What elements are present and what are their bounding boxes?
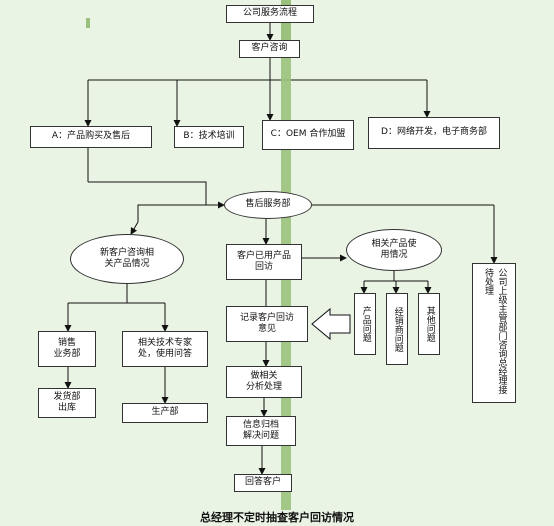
line-a-right — [88, 181, 207, 205]
after-sales-oval: 售后服务部 — [224, 191, 312, 219]
customer-consult-box: 客户咨询 — [239, 40, 300, 58]
title-box: 公司服务流程 — [226, 5, 314, 23]
product-issue-box: 产品问题 — [354, 293, 376, 355]
arrow-to-new-customer — [130, 221, 139, 235]
dealer-issue-box: 经销商问题 — [386, 293, 408, 365]
related-usage-oval: 相关产品使 用情况 — [346, 229, 442, 271]
product-purchase-box: A：产品购买及售后 — [30, 126, 152, 148]
accent-strip-long — [281, 58, 291, 510]
manager-reception-box: 公司上级主管部门咨询总经理接待处理 — [472, 263, 516, 403]
tech-training-box: B：技术培训 — [174, 126, 244, 148]
reply-box: 回答客户 — [234, 474, 292, 492]
new-customer-oval: 新客户咨询相 关产品情况 — [70, 234, 184, 284]
ecommerce-box: D：网络开发，电子商务部 — [368, 117, 500, 149]
shipping-box: 发货部 出库 — [38, 388, 96, 418]
other-issue-box: 其他问题 — [418, 293, 440, 355]
production-box: 生产部 — [122, 403, 208, 423]
tech-expert-box: 相关技术专家 处，使用问答 — [122, 331, 208, 367]
accent-strip-mark — [86, 18, 90, 28]
summary-box: 信息归档 解决问题 — [226, 416, 296, 446]
used-customer-box: 客户已用产品 回访 — [226, 244, 302, 280]
accent-strip-top — [281, 0, 291, 48]
sales-dept-box: 销售 业务部 — [38, 331, 96, 367]
footer-note: 总经理不定时抽查客户回访情况 — [200, 511, 354, 524]
line-as-left — [137, 204, 224, 222]
return-block-arrow — [311, 307, 351, 341]
oem-partner-box: C：OEM 合作加盟 — [262, 120, 354, 150]
analysis-box: 做相关 分析处理 — [226, 366, 302, 398]
record-visit-box: 记录客户回访 意见 — [226, 306, 308, 342]
